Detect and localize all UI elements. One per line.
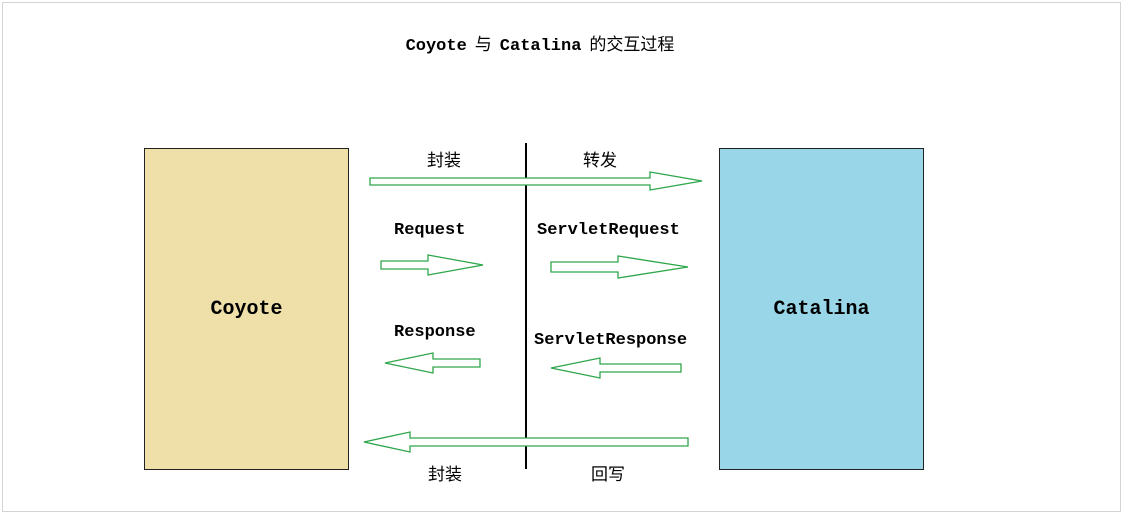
- arrow-bottom-return: [363, 431, 689, 453]
- label-forward: 转发: [583, 151, 617, 171]
- catalina-label: Catalina: [773, 297, 870, 321]
- coyote-label: Coyote: [210, 297, 283, 321]
- label-response: Response: [394, 323, 476, 342]
- title-coyote: Coyote: [405, 37, 467, 56]
- label-wrap-top: 封装: [427, 151, 461, 171]
- label-servlet-request: ServletRequest: [537, 221, 680, 240]
- title-catalina: Catalina: [499, 37, 582, 56]
- label-request: Request: [394, 221, 466, 240]
- coyote-box: Coyote: [144, 148, 349, 470]
- catalina-box: Catalina: [719, 148, 924, 470]
- divider-line: [525, 143, 527, 469]
- title-suffix: 的交互过程: [589, 35, 675, 55]
- arrow-servlet-response: [550, 357, 682, 379]
- arrow-response: [384, 352, 481, 374]
- label-servlet-response: ServletResponse: [534, 331, 688, 350]
- title-joiner: 与: [474, 35, 492, 55]
- arrow-servlet-request: [550, 255, 689, 279]
- arrow-request: [380, 254, 484, 276]
- diagram-title: Coyote 与 Catalina 的交互过程: [0, 30, 1080, 56]
- arrow-top-forward: [369, 171, 703, 191]
- label-write-back: 回写: [591, 465, 625, 485]
- label-wrap-bottom: 封装: [428, 465, 462, 485]
